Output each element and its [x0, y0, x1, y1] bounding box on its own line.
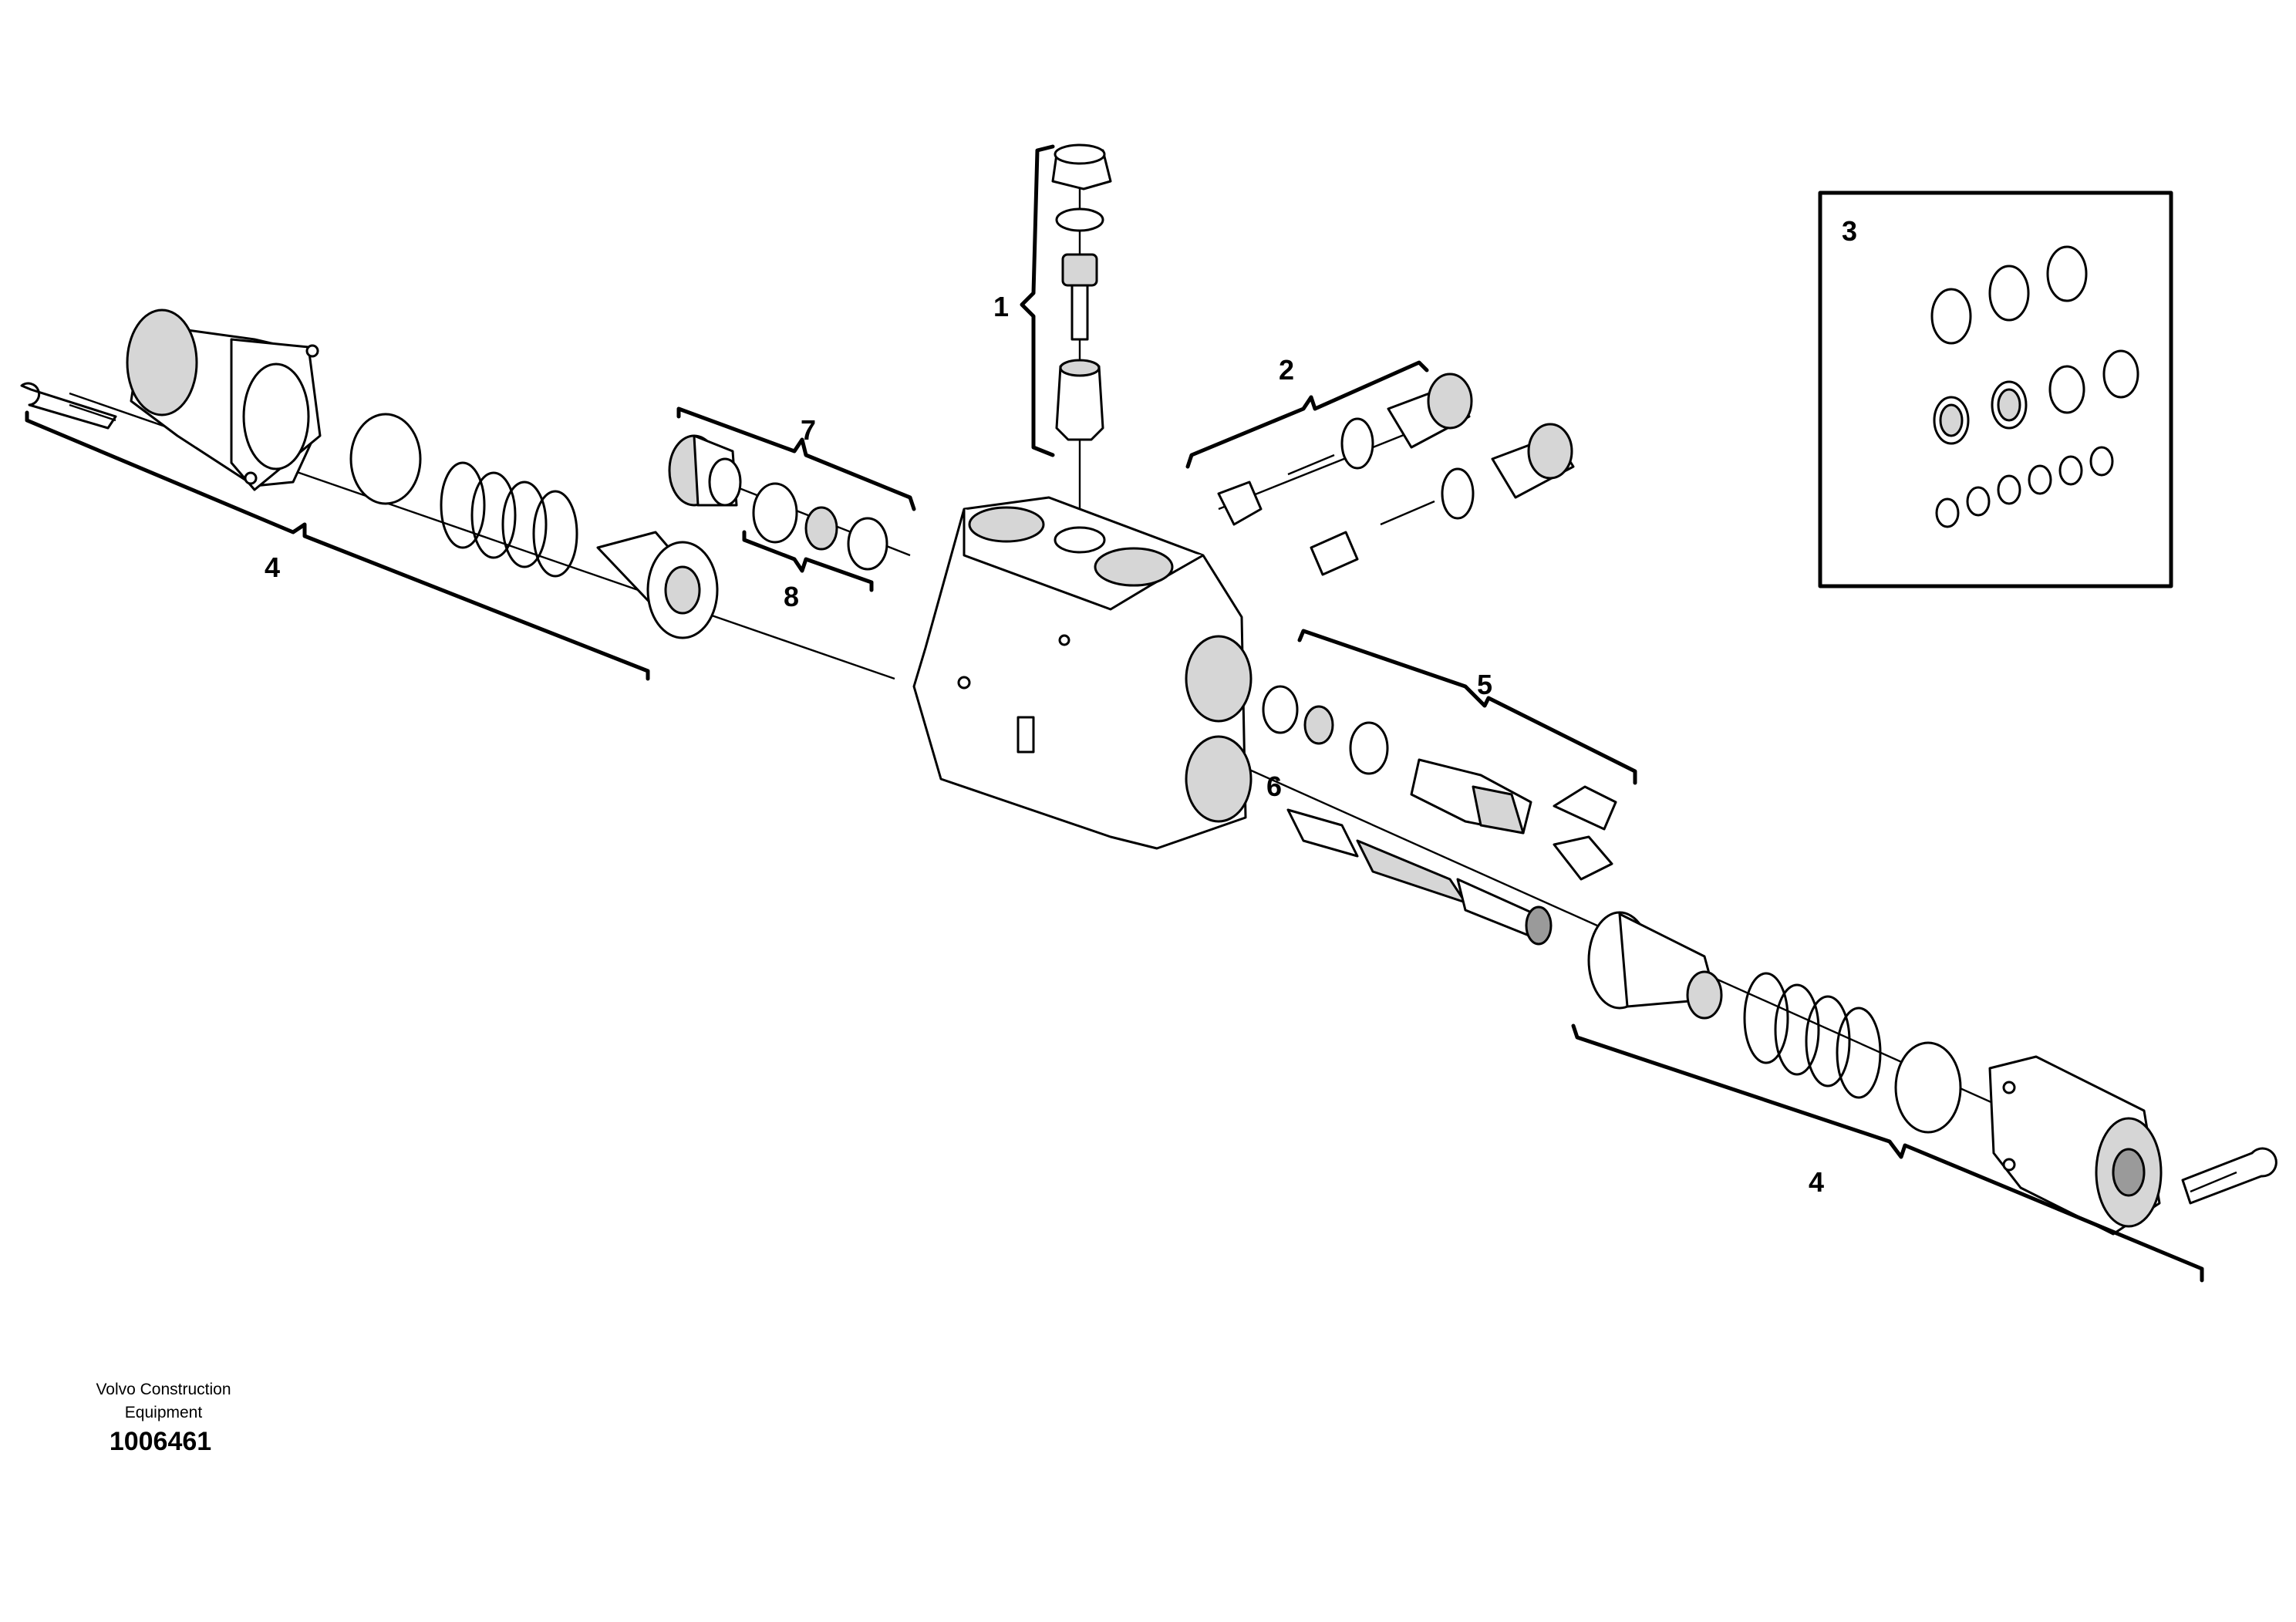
company-name-line2: Equipment	[125, 1404, 203, 1421]
callout-2: 2	[1279, 354, 1294, 386]
bracket-2	[1185, 360, 1429, 469]
callout-5: 5	[1477, 669, 1492, 700]
bracket-7	[676, 406, 916, 511]
callout-7: 7	[801, 414, 816, 446]
bracket-1	[1020, 144, 1055, 457]
drawing-number: 1006461	[110, 1427, 211, 1456]
callout-4-right: 4	[1809, 1166, 1824, 1198]
top-poppet	[1061, 253, 1098, 341]
check-valve-upper	[1217, 373, 1473, 526]
top-seat	[1055, 359, 1104, 441]
left-end-cap	[126, 309, 322, 491]
callout-4-left: 4	[265, 551, 280, 583]
right-spring	[1743, 972, 1882, 1099]
right-o-ring	[1894, 1041, 1962, 1134]
plug-7	[668, 434, 742, 507]
callout-8: 8	[784, 581, 799, 612]
seal-5c	[1349, 721, 1389, 775]
bracket-4-left	[25, 410, 650, 681]
callout-6: 6	[1266, 771, 1282, 802]
backup-ring-8	[804, 506, 838, 551]
callout-3: 3	[1842, 215, 1857, 247]
right-end-cap	[1988, 1055, 2163, 1236]
right-spring-seat	[1587, 911, 1723, 1020]
valve-body	[912, 496, 1253, 850]
left-spring	[440, 461, 578, 578]
right-bolt	[2181, 1147, 2277, 1205]
seal-5b	[1303, 705, 1334, 745]
seal-ring-7b	[847, 517, 888, 571]
seal-ring-7a	[752, 482, 798, 544]
seal-5a	[1262, 685, 1299, 734]
bracket-4-right	[1571, 1023, 2204, 1283]
left-spring-seat	[596, 531, 719, 639]
bracket-5	[1297, 629, 1637, 785]
top-o-ring	[1055, 207, 1104, 232]
left-o-ring	[349, 413, 422, 505]
seal-kit-box	[1818, 191, 2173, 588]
cap-5	[1553, 785, 1617, 881]
bracket-8	[742, 530, 874, 592]
spool-6	[1286, 808, 1553, 946]
top-plug	[1051, 143, 1112, 191]
left-bolt	[20, 382, 117, 430]
check-valve-lower	[1310, 423, 1575, 576]
relief-valve	[1410, 758, 1532, 835]
company-name-line1: Volvo Construction	[96, 1381, 231, 1398]
callout-1: 1	[993, 291, 1009, 322]
